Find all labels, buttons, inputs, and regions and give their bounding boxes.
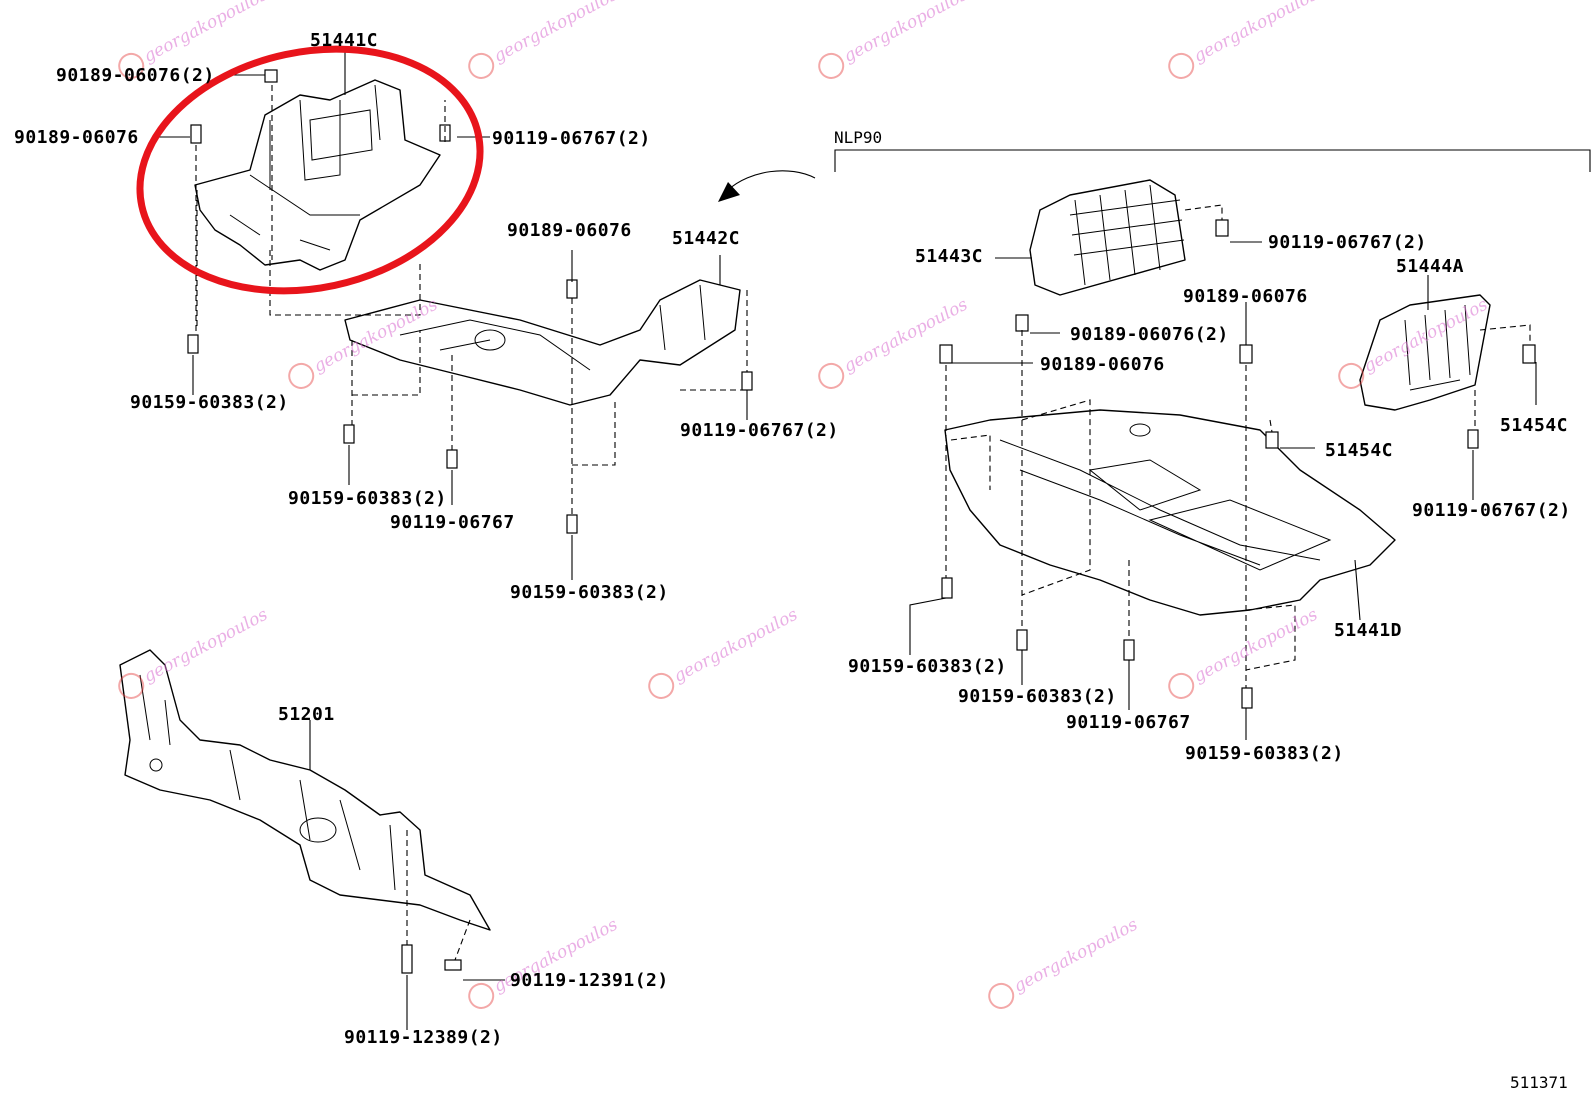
callout-90159-60383-2-bottom: 90159-60383(2)	[510, 582, 669, 603]
callout-90119-06767-r: 90119-06767	[1066, 712, 1191, 733]
part-51441d-drawing	[944, 409, 1396, 616]
callout-51443c: 51443C	[915, 246, 984, 267]
highlight-ellipse	[136, 45, 484, 295]
callout-51441d: 51441D	[1334, 620, 1403, 641]
assembly-dashed-lines	[195, 85, 1531, 961]
part-51201-drawing	[119, 649, 491, 931]
callout-90119-06767-2-right: 90119-06767(2)	[1268, 232, 1427, 253]
callout-90189-06076-right2: 90189-06076	[1040, 354, 1165, 375]
callout-90189-06076-right: 90189-06076	[1183, 286, 1308, 307]
leader-lines	[152, 52, 1537, 1030]
callout-90119-06767-2-mid: 90119-06767(2)	[680, 420, 839, 441]
callout-90119-12391-2: 90119-12391(2)	[510, 970, 669, 991]
callout-51442c: 51442C	[672, 228, 741, 249]
callout-51201: 51201	[278, 704, 335, 725]
callout-90159-60383-2-r2: 90159-60383(2)	[958, 686, 1117, 707]
part-51443c-drawing	[1029, 179, 1186, 296]
callout-90119-06767-mid: 90119-06767	[390, 512, 515, 533]
nlp90-bracket	[718, 149, 1591, 202]
part-51442c-drawing	[344, 279, 741, 406]
callout-90189-06076-left: 90189-06076	[14, 127, 139, 148]
fasteners	[187, 69, 1536, 974]
callout-90189-06076-mid: 90189-06076	[507, 220, 632, 241]
callout-90159-60383-2-r3: 90159-60383(2)	[1185, 743, 1344, 764]
callout-90119-06767-2-top: 90119-06767(2)	[492, 128, 651, 149]
variant-label-nlp90: NLP90	[834, 128, 883, 147]
callout-90189-06076-2-top: 90189-06076(2)	[56, 65, 215, 86]
callout-90119-12389-2: 90119-12389(2)	[344, 1027, 503, 1048]
callout-51454c-mid: 51454C	[1325, 440, 1394, 461]
callout-90159-60383-2-left: 90159-60383(2)	[130, 392, 289, 413]
callout-90119-06767-2-farright: 90119-06767(2)	[1412, 500, 1571, 521]
part-51444a-drawing	[1359, 294, 1491, 411]
callout-90189-06076-2-right: 90189-06076(2)	[1070, 324, 1229, 345]
callout-51444a: 51444A	[1396, 256, 1465, 277]
part-51441c-drawing	[194, 79, 441, 271]
callout-51454c-right: 51454C	[1500, 415, 1569, 436]
callout-90159-60383-2-mid: 90159-60383(2)	[288, 488, 447, 509]
figure-number: 511371	[1510, 1073, 1568, 1092]
callout-90159-60383-2-r1: 90159-60383(2)	[848, 656, 1007, 677]
callout-51441c: 51441C	[310, 30, 379, 51]
